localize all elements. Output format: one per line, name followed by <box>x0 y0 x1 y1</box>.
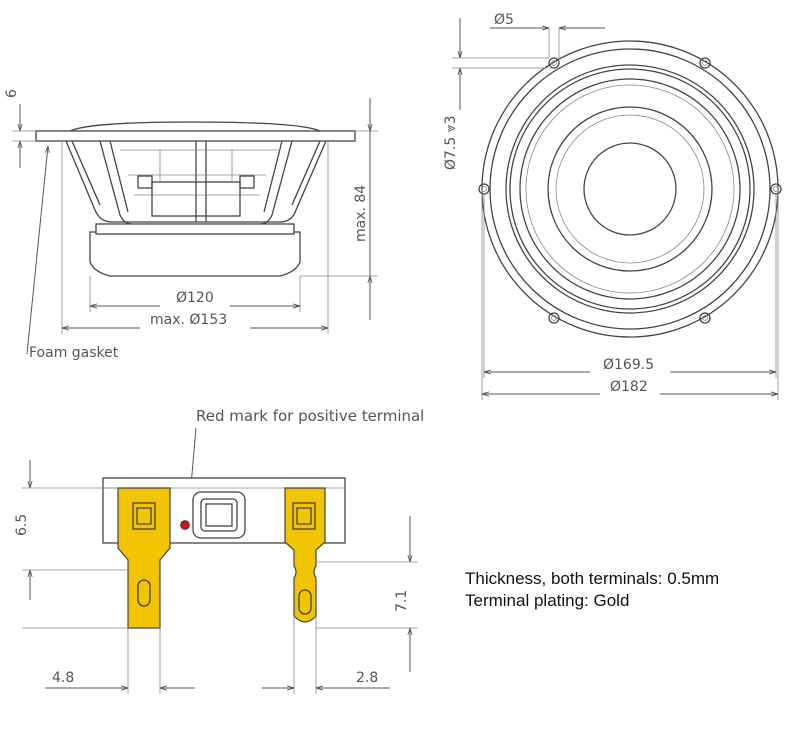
thickness-spec: Thickness, both terminals: 0.5mm <box>465 569 719 588</box>
magnet-diameter-label: Ø120 <box>176 290 214 306</box>
gasket-callout: Foam gasket <box>26 146 119 361</box>
dust-cap <box>583 142 677 236</box>
dim-hole-diameter: Ø5 <box>490 12 605 58</box>
outer-diameter-label: Ø182 <box>610 379 648 395</box>
dim-depth: max. 84 <box>300 98 378 320</box>
dim-narrow-tab-width: 2.8 <box>262 616 390 694</box>
mounting-hole-label: Ø7.5 ⩔3 <box>443 115 459 170</box>
dim-tab-height: 6.5 <box>14 460 128 600</box>
hole-diameter-label: Ø5 <box>494 12 514 28</box>
side-surround <box>69 121 321 132</box>
dim-mounting-hole: Ø7.5 ⩔3 <box>443 18 549 170</box>
terminal-view: Red mark for positive terminal <box>14 407 424 694</box>
dim-flange-thickness: 6 <box>4 89 36 168</box>
bolt-circle-label: Ø169.5 <box>603 357 654 373</box>
tab-height-label: 6.5 <box>14 514 30 536</box>
wide-terminal-tab <box>117 487 171 629</box>
spec-notes: Thickness, both terminals: 0.5mm Termina… <box>465 569 719 610</box>
tab-length-label: 7.1 <box>394 590 410 612</box>
side-flange <box>35 130 356 142</box>
front-view: Ø5 Ø7.5 ⩔3 Ø169.5 Ø182 <box>443 12 782 400</box>
narrow-tab-width-label: 2.8 <box>356 670 378 686</box>
dim-bolt-circle: Ø169.5 <box>483 194 777 378</box>
narrow-terminal-tab <box>284 487 326 623</box>
wide-tab-width-label: 4.8 <box>52 670 74 686</box>
dim-tab-length: 7.1 <box>316 516 418 672</box>
dim-frame-diameter: max. Ø153 <box>61 141 329 334</box>
gasket-label: Foam gasket <box>29 345 119 361</box>
plating-spec: Terminal plating: Gold <box>465 591 629 610</box>
positive-note: Red mark for positive terminal <box>196 407 424 425</box>
cone-outer <box>519 78 741 300</box>
positive-red-mark <box>180 520 190 530</box>
dim-outer-diameter: Ø182 <box>481 189 779 400</box>
surround-outer <box>505 64 755 314</box>
basket-frame <box>65 140 327 225</box>
magnet-assembly <box>89 231 301 277</box>
dim-wide-tab-width: 4.8 <box>45 628 195 694</box>
side-view: 6 max. 84 Ø120 max. Ø153 Foam gasket <box>4 89 378 361</box>
depth-label: max. 84 <box>353 185 369 242</box>
flange-thickness-label: 6 <box>4 89 20 98</box>
frame-diameter-label: max. Ø153 <box>150 312 227 328</box>
dim-magnet-diameter: Ø120 <box>89 276 301 312</box>
